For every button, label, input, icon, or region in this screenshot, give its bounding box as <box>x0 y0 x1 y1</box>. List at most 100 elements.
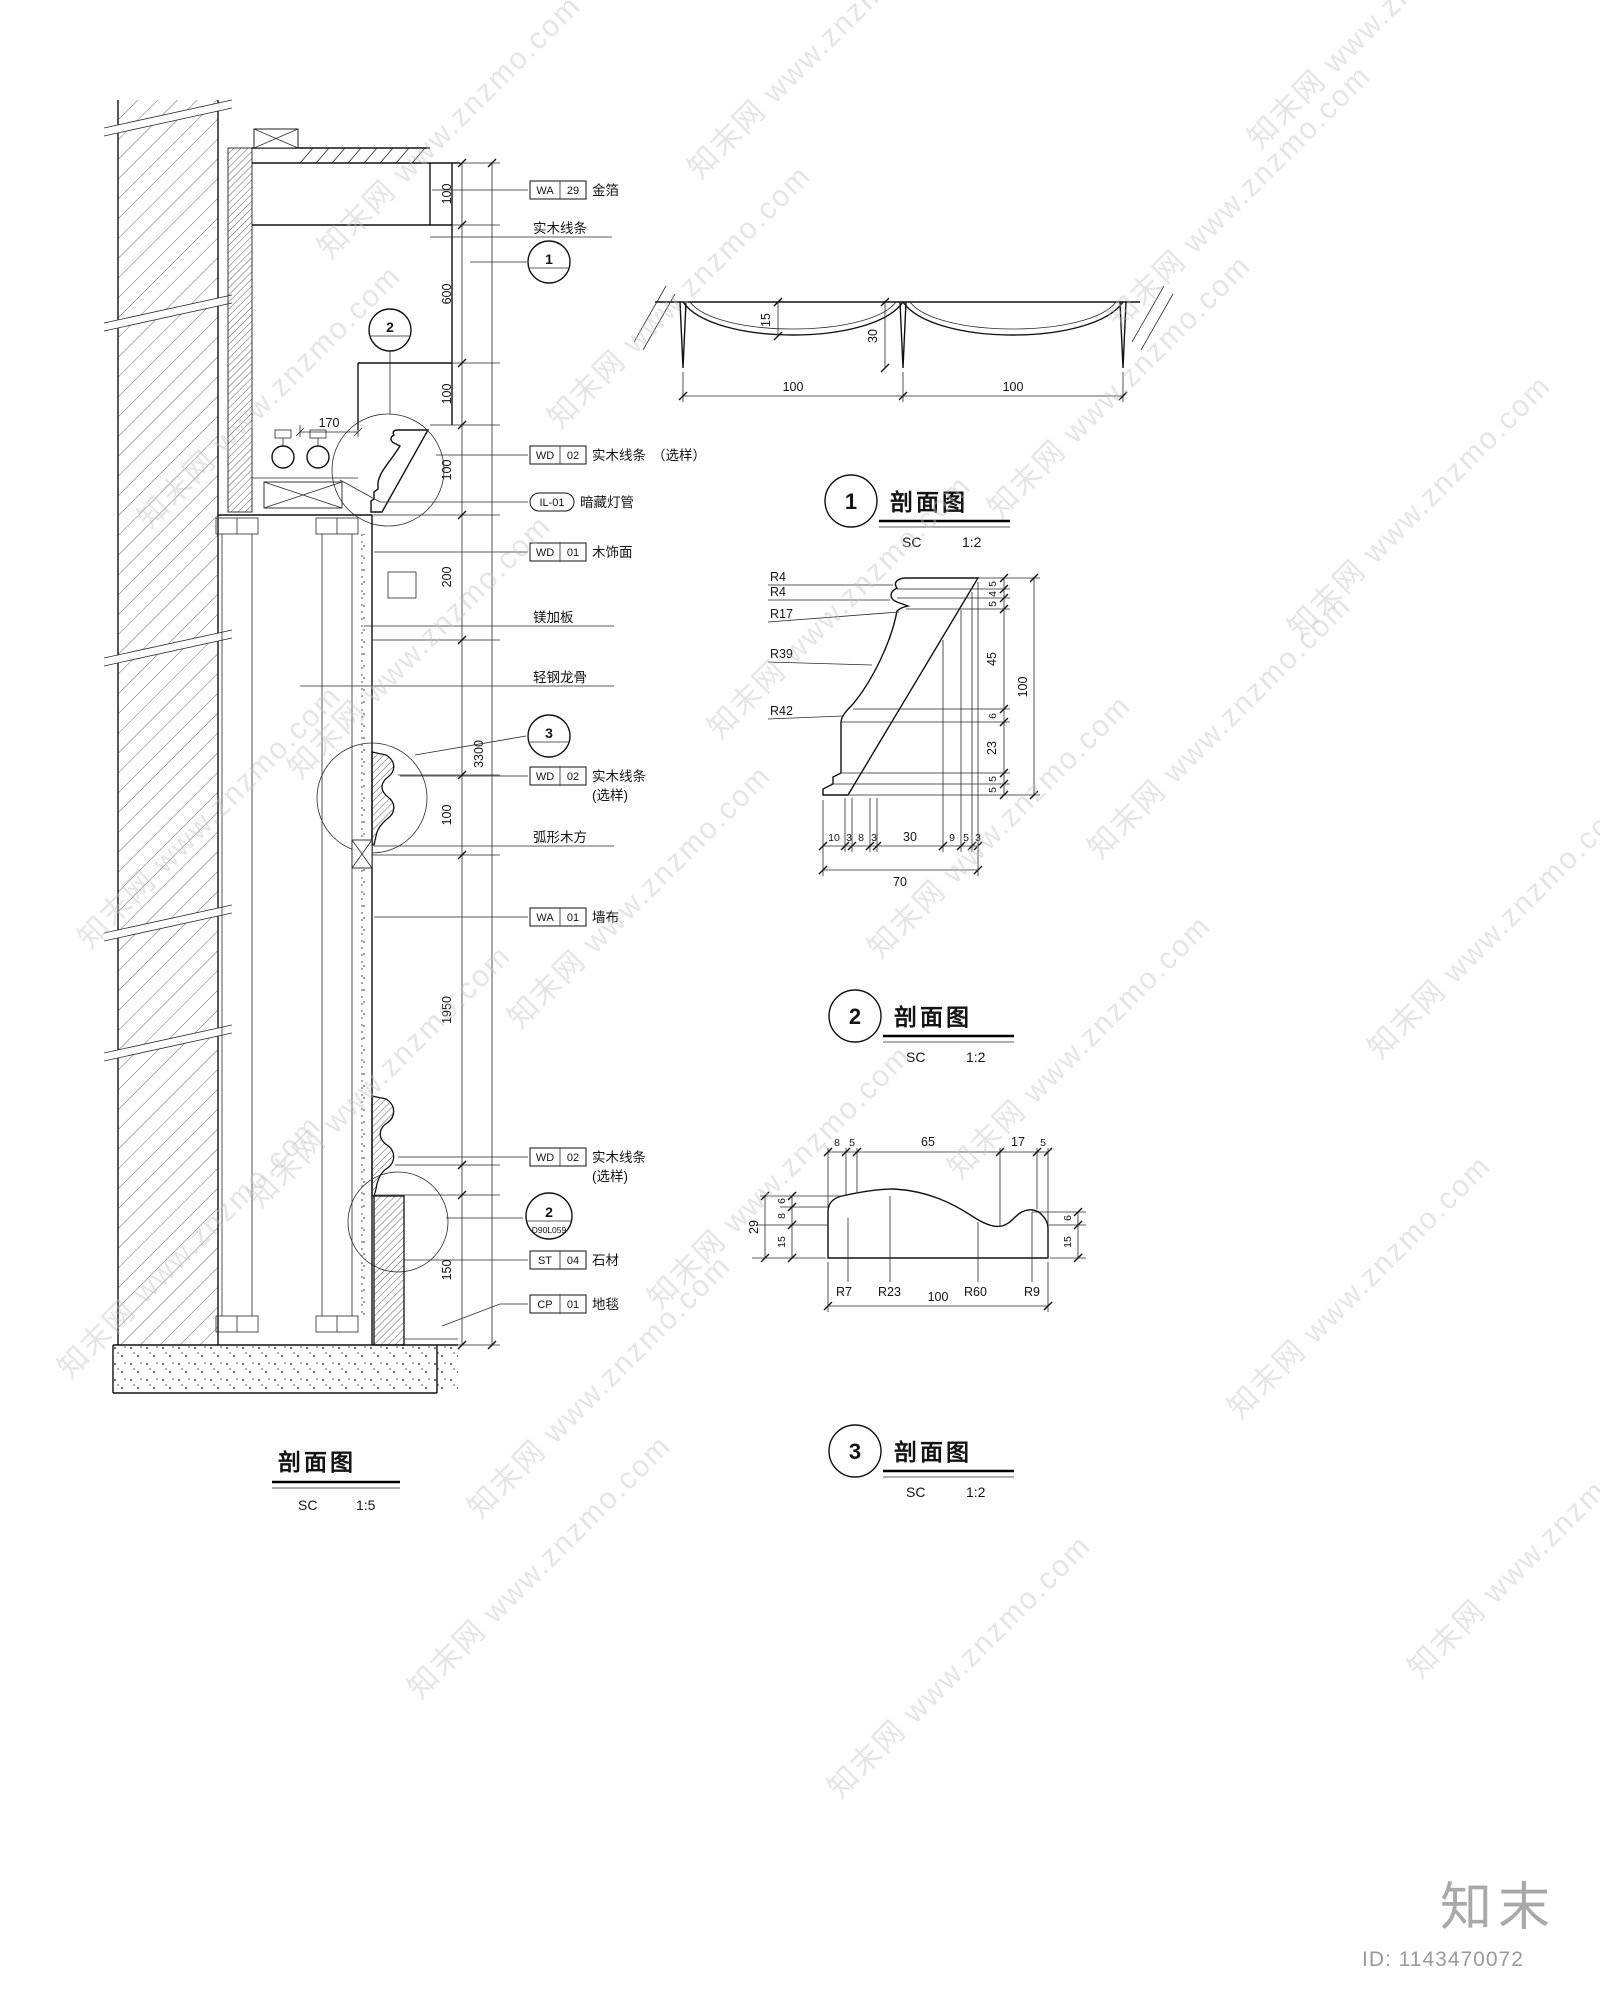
dim-label: 15 <box>759 313 773 327</box>
wall-edges <box>117 100 219 1345</box>
watermark-text: 知末网 www.znzmo.com <box>942 909 1218 1185</box>
radius-label: R17 <box>770 607 793 621</box>
watermark-text: 知末网 www.znzmo.com <box>642 1039 918 1315</box>
detail1-dims: 15 30 100 100 <box>678 297 1128 402</box>
image-id: ID: 1143470072 <box>1362 1948 1524 1971</box>
watermark-text: 知末网 www.znzmo.com <box>702 469 978 745</box>
scale-value: 1:5 <box>356 1497 376 1513</box>
dim-label: 100 <box>1003 380 1024 394</box>
dim-label: 6 <box>1062 1215 1074 1221</box>
material-code: WD <box>536 771 554 783</box>
material-number: 02 <box>567 1152 579 1164</box>
material-note: （选样） <box>652 448 706 463</box>
watermark-text: 知末网 www.znzmo.com <box>1282 369 1558 645</box>
material-name: 木饰面 <box>592 545 633 560</box>
detail1-title-block: 1 剖面图 SC 1:2 <box>824 474 1010 550</box>
scale-prefix: SC <box>906 1049 925 1065</box>
material-name: 实木线条 <box>592 447 646 463</box>
brand-logo: 知末 <box>1440 1879 1556 1937</box>
detail3-radius-callouts: R7 R23 R60 R9 <box>836 1196 1040 1299</box>
material-code: WD <box>536 1152 554 1164</box>
panel-molding-profile <box>827 1188 1049 1259</box>
material-code: ST <box>538 1255 552 1267</box>
detail-title: 剖面图 <box>894 1004 972 1030</box>
dim-label: 100 <box>440 384 454 405</box>
detail-title: 剖面图 <box>894 1439 972 1465</box>
detail2-title-block: 2 剖面图 SC 1:2 <box>828 989 1014 1065</box>
dim-label: 150 <box>440 1260 454 1281</box>
radius-label: R23 <box>878 1285 901 1299</box>
detail2-radius-callouts: R4 R4 R17 R39 R42 <box>767 570 900 720</box>
drawing-title: 剖面图 <box>278 1449 356 1475</box>
wall-hatch <box>118 100 218 1345</box>
scale-prefix: SC <box>298 1497 317 1513</box>
curved-wood-block <box>351 839 373 869</box>
dim-label: 15 <box>1062 1236 1074 1248</box>
main-dim-chains: 100 600 100 100 200 3300 100 1950 150 <box>372 158 500 1350</box>
material-code: WA <box>536 912 554 924</box>
material-note: (选样) <box>592 788 628 803</box>
watermark-text: 知末网 www.znzmo.com <box>502 759 778 1035</box>
ceiling-assembly <box>252 128 460 430</box>
annotation-text: 实木线条 <box>533 220 587 236</box>
leader-lines <box>300 189 614 1327</box>
scallop-outer <box>682 301 1124 336</box>
detail-number-circle <box>824 474 878 528</box>
dim-label: 600 <box>440 284 454 305</box>
watermark-text: 知末网 www.znzmo.com <box>1222 1149 1498 1425</box>
dim-label: 4 <box>987 591 999 597</box>
dim-label: 1950 <box>440 996 454 1024</box>
scale-prefix: SC <box>906 1484 925 1500</box>
material-note: (选样) <box>592 1169 628 1184</box>
downlight-icon <box>306 445 330 469</box>
material-name: 实木线条 <box>592 1149 646 1165</box>
radius-label: R42 <box>770 704 793 718</box>
material-name: 金箔 <box>592 183 619 198</box>
dim-label: 5 <box>987 787 999 793</box>
material-number: 04 <box>567 1255 579 1267</box>
detail3-right-dims: 6 15 <box>1032 1207 1086 1263</box>
dim-label: 5 <box>987 776 999 782</box>
detail3-left-dims: 6 8 15 29 <box>747 1191 842 1263</box>
dim-label: 100 <box>440 460 454 481</box>
detail-2-circle <box>331 413 445 527</box>
detail-number: 1 <box>845 489 857 514</box>
dim-label: 3300 <box>472 740 486 768</box>
site-branding: 知末 ID: 1143470072 <box>1362 1879 1556 1971</box>
scallop-inner <box>689 301 1117 330</box>
bubble-number: 1 <box>545 251 553 267</box>
stone-base <box>373 1195 405 1346</box>
material-code: WD <box>536 450 554 462</box>
scale-prefix: SC <box>902 534 921 550</box>
radius-label: R7 <box>836 1285 852 1299</box>
dim-label: 100 <box>928 1290 949 1304</box>
dim-label: 6 <box>987 713 999 719</box>
dim-label: 3 <box>846 832 852 844</box>
detail2-right-dims: 5 4 5 45 6 23 5 5 100 <box>831 573 1040 800</box>
dim-label: 5 <box>849 1137 855 1149</box>
downlight-icon <box>271 445 295 469</box>
dim-label: 10 <box>828 832 840 844</box>
wall-break-marks <box>103 99 233 1062</box>
dim-label: 5 <box>987 581 999 587</box>
material-code: IL-01 <box>539 497 564 509</box>
watermark-text: 知末网 www.znzmo.com <box>1402 1409 1600 1685</box>
annotation-text: 弧形木方 <box>533 830 587 845</box>
detail2-bottom-dims: 10 3 8 3 30 9 5 3 70 <box>818 582 983 889</box>
detail-title: 剖面图 <box>890 489 968 515</box>
dim-label: 3 <box>871 832 877 844</box>
detail-number-circle <box>828 1424 882 1478</box>
material-number: 02 <box>567 771 579 783</box>
radius-label: R4 <box>770 585 786 599</box>
annotation-text: 轻钢龙骨 <box>533 670 587 685</box>
detail-number-circle <box>828 989 882 1043</box>
watermark-text: 知末网 www.znzmo.com <box>1242 0 1518 155</box>
detail3-overall-dim: 100 <box>823 1262 1053 1312</box>
material-name: 地毯 <box>592 1297 620 1312</box>
material-number: 29 <box>567 185 579 197</box>
material-name: 石材 <box>592 1253 619 1268</box>
watermark-text: 知末网 www.znzmo.com <box>822 1529 1098 1805</box>
panel-zone <box>215 514 417 1345</box>
material-label-il01: IL-01 暗藏灯管 <box>529 492 634 512</box>
dim-label: 8 <box>858 832 864 844</box>
